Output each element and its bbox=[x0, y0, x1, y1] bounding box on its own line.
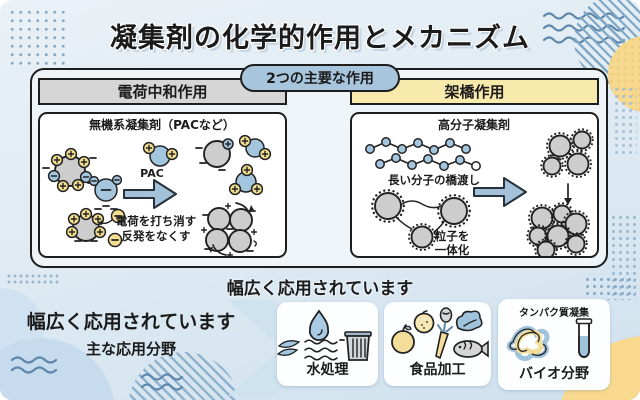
arrow-right-icon bbox=[123, 179, 177, 209]
neutralized-particle-icon bbox=[195, 138, 234, 171]
right-panel-header-label: 架橋作用 bbox=[444, 83, 505, 101]
applications-left-heading-line1: 幅広く応用されています bbox=[26, 311, 236, 333]
applications-left-heading: 幅広く応用されています 主な応用分野 bbox=[24, 307, 238, 359]
food-processing-icon bbox=[391, 307, 489, 360]
apple-icon bbox=[391, 324, 415, 354]
arrow-right-icon bbox=[473, 177, 527, 207]
aggregating-cluster-icon bbox=[200, 202, 258, 256]
squiggle-bottom-left-1-icon bbox=[10, 356, 58, 374]
filter-basket-icon bbox=[339, 331, 372, 361]
polymer-chain-icon-1 bbox=[365, 137, 471, 155]
test-tube-icon bbox=[575, 318, 593, 358]
floc-cluster-icon bbox=[526, 202, 591, 256]
bridging-diagram: 高分子凝集剤 長い分子の橋渡し 粒子を 一体化 bbox=[365, 117, 594, 256]
orange-icon bbox=[413, 310, 435, 334]
left-panel-content: 無機系凝集剤（PACなど） PAC bbox=[38, 112, 287, 258]
linked-cluster-icon bbox=[540, 128, 594, 205]
right-panel-content: 高分子凝集剤 長い分子の橋渡し 粒子を 一体化 bbox=[350, 112, 599, 258]
egg-icon bbox=[439, 307, 453, 323]
application-card-bio: タンパク質凝集 バイオ分野 bbox=[498, 299, 610, 390]
charged-particle-small-icon bbox=[88, 174, 123, 210]
squiggle-bottom-left-2-icon bbox=[140, 373, 184, 391]
bridge-caption: 長い分子の橋渡し bbox=[388, 173, 480, 187]
card-bio-label: バイオ分野 bbox=[519, 366, 589, 382]
carrot-icon bbox=[435, 322, 453, 360]
pac-label: PAC bbox=[140, 167, 164, 180]
dot-grid-top-left bbox=[8, 8, 70, 68]
fish-icon bbox=[453, 340, 489, 358]
charged-particle-large-icon bbox=[42, 147, 97, 193]
bio-icon bbox=[506, 318, 593, 362]
protein-tangle-icon bbox=[506, 325, 550, 362]
card-bio-top-label: タンパク質凝集 bbox=[519, 308, 589, 319]
leaves-icon bbox=[276, 339, 301, 357]
application-card-food: 食品加工 bbox=[384, 302, 491, 386]
pac-molecule-icon bbox=[142, 141, 179, 167]
dot-grid-bottom-right bbox=[584, 276, 636, 300]
right-panel-subtitle: 高分子凝集剤 bbox=[438, 117, 510, 132]
water-drop-icon bbox=[308, 309, 330, 341]
left-panel-subtitle: 無機系凝集剤（PACなど） bbox=[89, 117, 235, 132]
pac-attached-icon-1 bbox=[238, 134, 272, 161]
dot-grid-right-upper bbox=[613, 86, 637, 158]
card-water-label: 水処理 bbox=[306, 362, 349, 378]
application-card-water: 水処理 bbox=[276, 302, 378, 386]
left-panel-header-label: 電荷中和作用 bbox=[117, 83, 208, 101]
polymer-chain-icon-2 bbox=[375, 153, 481, 171]
unify-caption-line1: 粒子を bbox=[435, 229, 470, 243]
charge-cancel-icon bbox=[65, 207, 126, 248]
main-actions-badge: 2つの主要な作用 bbox=[240, 64, 400, 92]
applications-left-subheading: 主な応用分野 bbox=[85, 340, 176, 358]
card-food-label: 食品加工 bbox=[409, 362, 466, 378]
charge-neutralization-diagram: 無機系凝集剤（PACなど） PAC bbox=[42, 117, 272, 256]
left-caption-line2: 反発をなくす bbox=[122, 229, 191, 243]
page-title: 凝集剤の化学的作用とメカニズム bbox=[110, 23, 530, 54]
water-treatment-icon bbox=[276, 309, 372, 361]
left-caption-line1: 電荷を打ち消す bbox=[116, 214, 197, 228]
dot-row-bottom-left bbox=[6, 273, 60, 285]
pac-attached-icon-2 bbox=[228, 163, 264, 196]
applications-center-heading: 幅広く応用されています bbox=[226, 279, 414, 299]
unify-caption-line2: 一体化 bbox=[435, 243, 470, 256]
bridged-particles-icon bbox=[371, 189, 471, 252]
leafy-vegetable-icon bbox=[455, 310, 483, 332]
water-waves-icon bbox=[304, 339, 338, 361]
